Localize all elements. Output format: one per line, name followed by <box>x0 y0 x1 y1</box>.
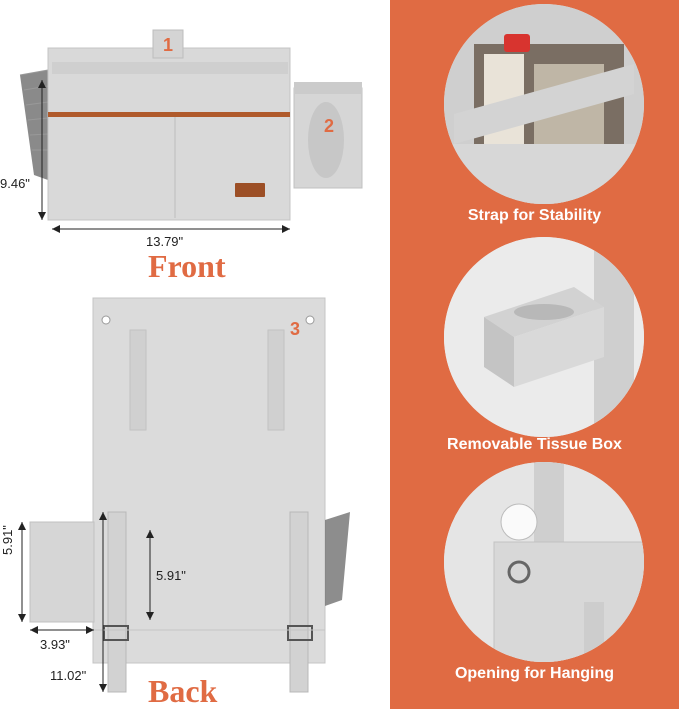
pocket-height-label: 5.91" <box>0 525 15 555</box>
front-height-label: 9.46" <box>0 176 30 191</box>
front-illustration <box>19 29 363 233</box>
front-heading: Front <box>148 248 226 284</box>
strap-left <box>107 511 127 693</box>
badge-3: 3 <box>289 319 300 339</box>
strap-length-label: 11.02" <box>50 668 87 683</box>
leather-trim <box>48 112 290 117</box>
strap-height-label: 5.91" <box>156 568 186 583</box>
feature-image-hanging <box>444 462 644 662</box>
feature-image-strap <box>444 4 644 204</box>
back-illustration <box>18 297 350 693</box>
hook-icon <box>444 462 644 662</box>
front-width-label: 13.79" <box>146 234 184 249</box>
strap-right <box>289 511 309 693</box>
tissue-box-icon <box>444 237 644 437</box>
hanging-hole-left <box>101 315 111 325</box>
back-heading: Back <box>148 673 218 709</box>
feature-caption-hanging: Opening for Hanging <box>454 665 615 682</box>
feature-caption-strap: Strap for Stability <box>467 207 602 224</box>
feature-image-tissue-box <box>444 237 644 437</box>
leather-label <box>235 183 265 197</box>
badge-2: 2 <box>323 116 334 136</box>
hanging-hole-right <box>305 315 315 325</box>
pocket-width-label: 3.93" <box>40 637 70 652</box>
separate-pocket <box>29 521 95 623</box>
mesh-pocket-right <box>325 512 350 606</box>
badge-1: 1 <box>162 35 173 55</box>
mesh-pocket-left <box>20 70 48 180</box>
feature-caption-tissue-box: Removable Tissue Box <box>447 436 622 453</box>
strap-icon <box>444 4 644 204</box>
top-strap <box>152 29 184 59</box>
